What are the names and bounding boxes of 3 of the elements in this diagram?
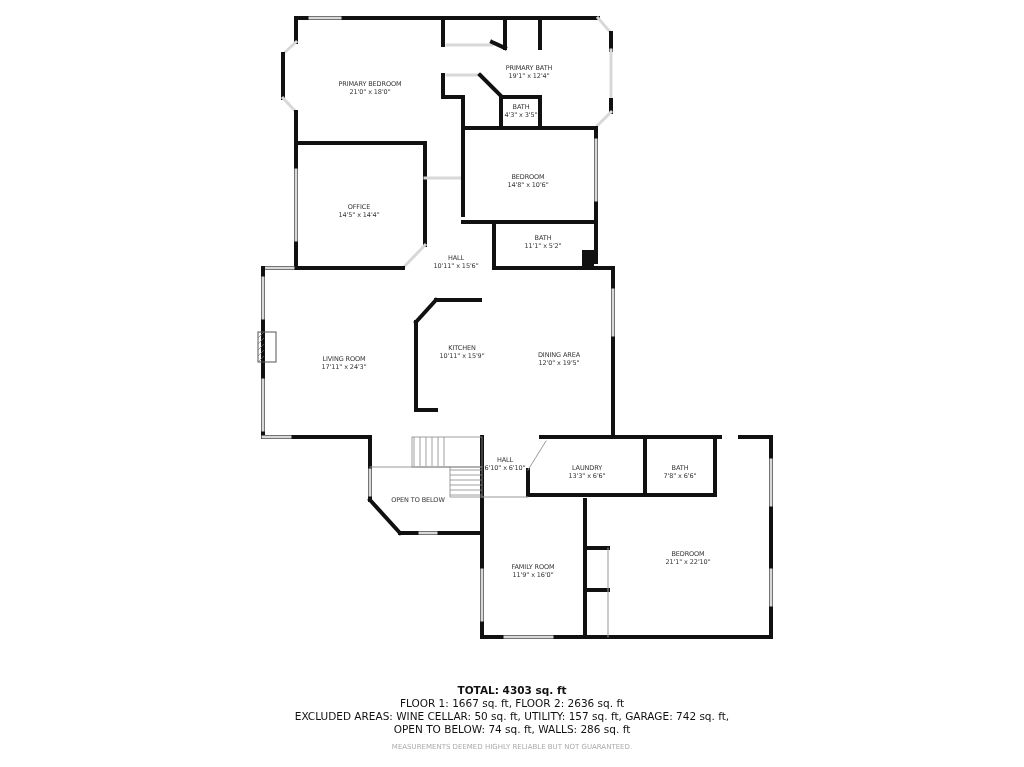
excluded-areas: EXCLUDED AREAS: WINE CELLAR: 50 sq. ft, UTILITY: 157 sq. ft, GARAGE: 742 sq. ft, OPEN TO BELOW: 74 sq. ft, WALLS: 286 sq. ft: [292, 710, 732, 735]
floor-areas: FLOOR 1: 1667 sq. ft, FLOOR 2: 2636 sq. ft: [262, 697, 762, 710]
total-area: TOTAL: 4303 sq. ft: [262, 684, 762, 697]
